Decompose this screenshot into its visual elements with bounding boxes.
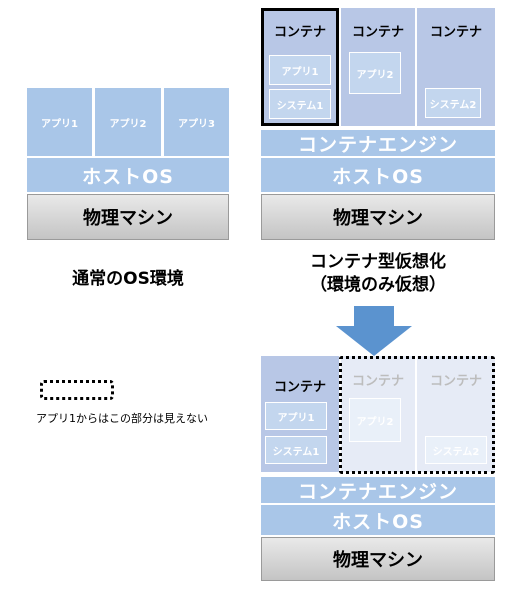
app-box-2: アプリ2 <box>95 88 162 156</box>
container-engine-label: コンテナエンジン <box>297 133 458 156</box>
container-title: コンテナ <box>351 374 404 389</box>
physical-machine-label: 物理マシン <box>83 208 173 229</box>
physical-machine: 物理マシン <box>261 537 495 581</box>
system-box: システム2 <box>425 436 487 464</box>
app-box: アプリ1 <box>269 55 331 85</box>
app-label: アプリ2 <box>356 69 394 81</box>
container-title: コンテナ <box>429 374 482 389</box>
container-engine-band: コンテナエンジン <box>261 477 495 503</box>
app-label: アプリ1 <box>277 412 315 424</box>
container-2-hidden: コンテナ アプリ2 <box>341 356 415 472</box>
container-title: コンテナ <box>429 25 482 40</box>
host-os-band: ホストOS <box>261 158 495 192</box>
app-box: アプリ2 <box>349 52 401 94</box>
system-label: システム1 <box>272 446 320 458</box>
system-box: システム1 <box>269 89 331 119</box>
physical-machine-label: 物理マシン <box>333 208 423 229</box>
host-os-label: ホストOS <box>82 165 174 188</box>
system-label: システム2 <box>432 446 480 458</box>
host-os-band: ホストOS <box>261 505 495 535</box>
invisible-region-boundary <box>339 356 495 474</box>
container-1: コンテナ アプリ1 システム1 <box>261 8 339 126</box>
app-label: アプリ2 <box>356 416 394 428</box>
host-os-label: ホストOS <box>332 510 424 533</box>
host-os-label: ホストOS <box>332 165 424 188</box>
caption-line-2: （環境のみ仮想） <box>310 275 446 295</box>
app-box: アプリ1 <box>265 402 327 430</box>
system-label: システム1 <box>276 100 324 112</box>
app-label: アプリ2 <box>109 118 147 130</box>
container-caption: コンテナ型仮想化 （環境のみ仮想） <box>261 251 495 297</box>
container-title: コンテナ <box>351 25 404 40</box>
physical-machine: 物理マシン <box>261 194 495 240</box>
system-label: システム2 <box>429 99 477 111</box>
container-title: コンテナ <box>273 380 326 395</box>
container-3: コンテナ システム2 <box>417 8 495 126</box>
app-label: アプリ1 <box>41 118 78 130</box>
container-1: コンテナ アプリ1 システム1 <box>261 356 339 472</box>
normal-os-caption: 通常のOS環境 <box>27 264 229 289</box>
container-3-hidden: コンテナ システム2 <box>417 356 495 472</box>
app-box-1: アプリ1 <box>27 88 93 156</box>
app1-view-diagram: コンテナ アプリ1 システム1 コンテナ アプリ2 コンテナ システム2 コンテ… <box>261 356 495 581</box>
host-os-band: ホストOS <box>27 158 229 192</box>
caption-text: 通常のOS環境 <box>72 269 184 289</box>
system-box: システム1 <box>265 436 327 464</box>
caption-line-1: コンテナ型仮想化 <box>310 252 446 272</box>
physical-machine-label: 物理マシン <box>333 550 423 571</box>
app-box: アプリ2 <box>349 398 401 442</box>
legend-text: アプリ1からはこの部分は見えない <box>36 412 208 425</box>
system-box: システム2 <box>425 88 481 118</box>
down-arrow-icon <box>336 306 412 356</box>
container-engine-band: コンテナエンジン <box>261 130 495 156</box>
legend-dotted-box <box>40 380 114 400</box>
container-2: コンテナ アプリ2 <box>341 8 415 126</box>
physical-machine: 物理マシン <box>27 194 229 240</box>
app-label: アプリ1 <box>281 66 319 78</box>
container-title: コンテナ <box>273 25 326 40</box>
container-diagram: コンテナ アプリ1 システム1 コンテナ アプリ2 コンテナ システム2 コンテ… <box>261 8 495 240</box>
container-engine-label: コンテナエンジン <box>297 480 458 503</box>
normal-os-diagram: アプリ1 アプリ2 アプリ3 ホストOS 物理マシン <box>27 88 229 240</box>
app-label: アプリ3 <box>178 118 215 130</box>
app-box-3: アプリ3 <box>164 88 229 156</box>
